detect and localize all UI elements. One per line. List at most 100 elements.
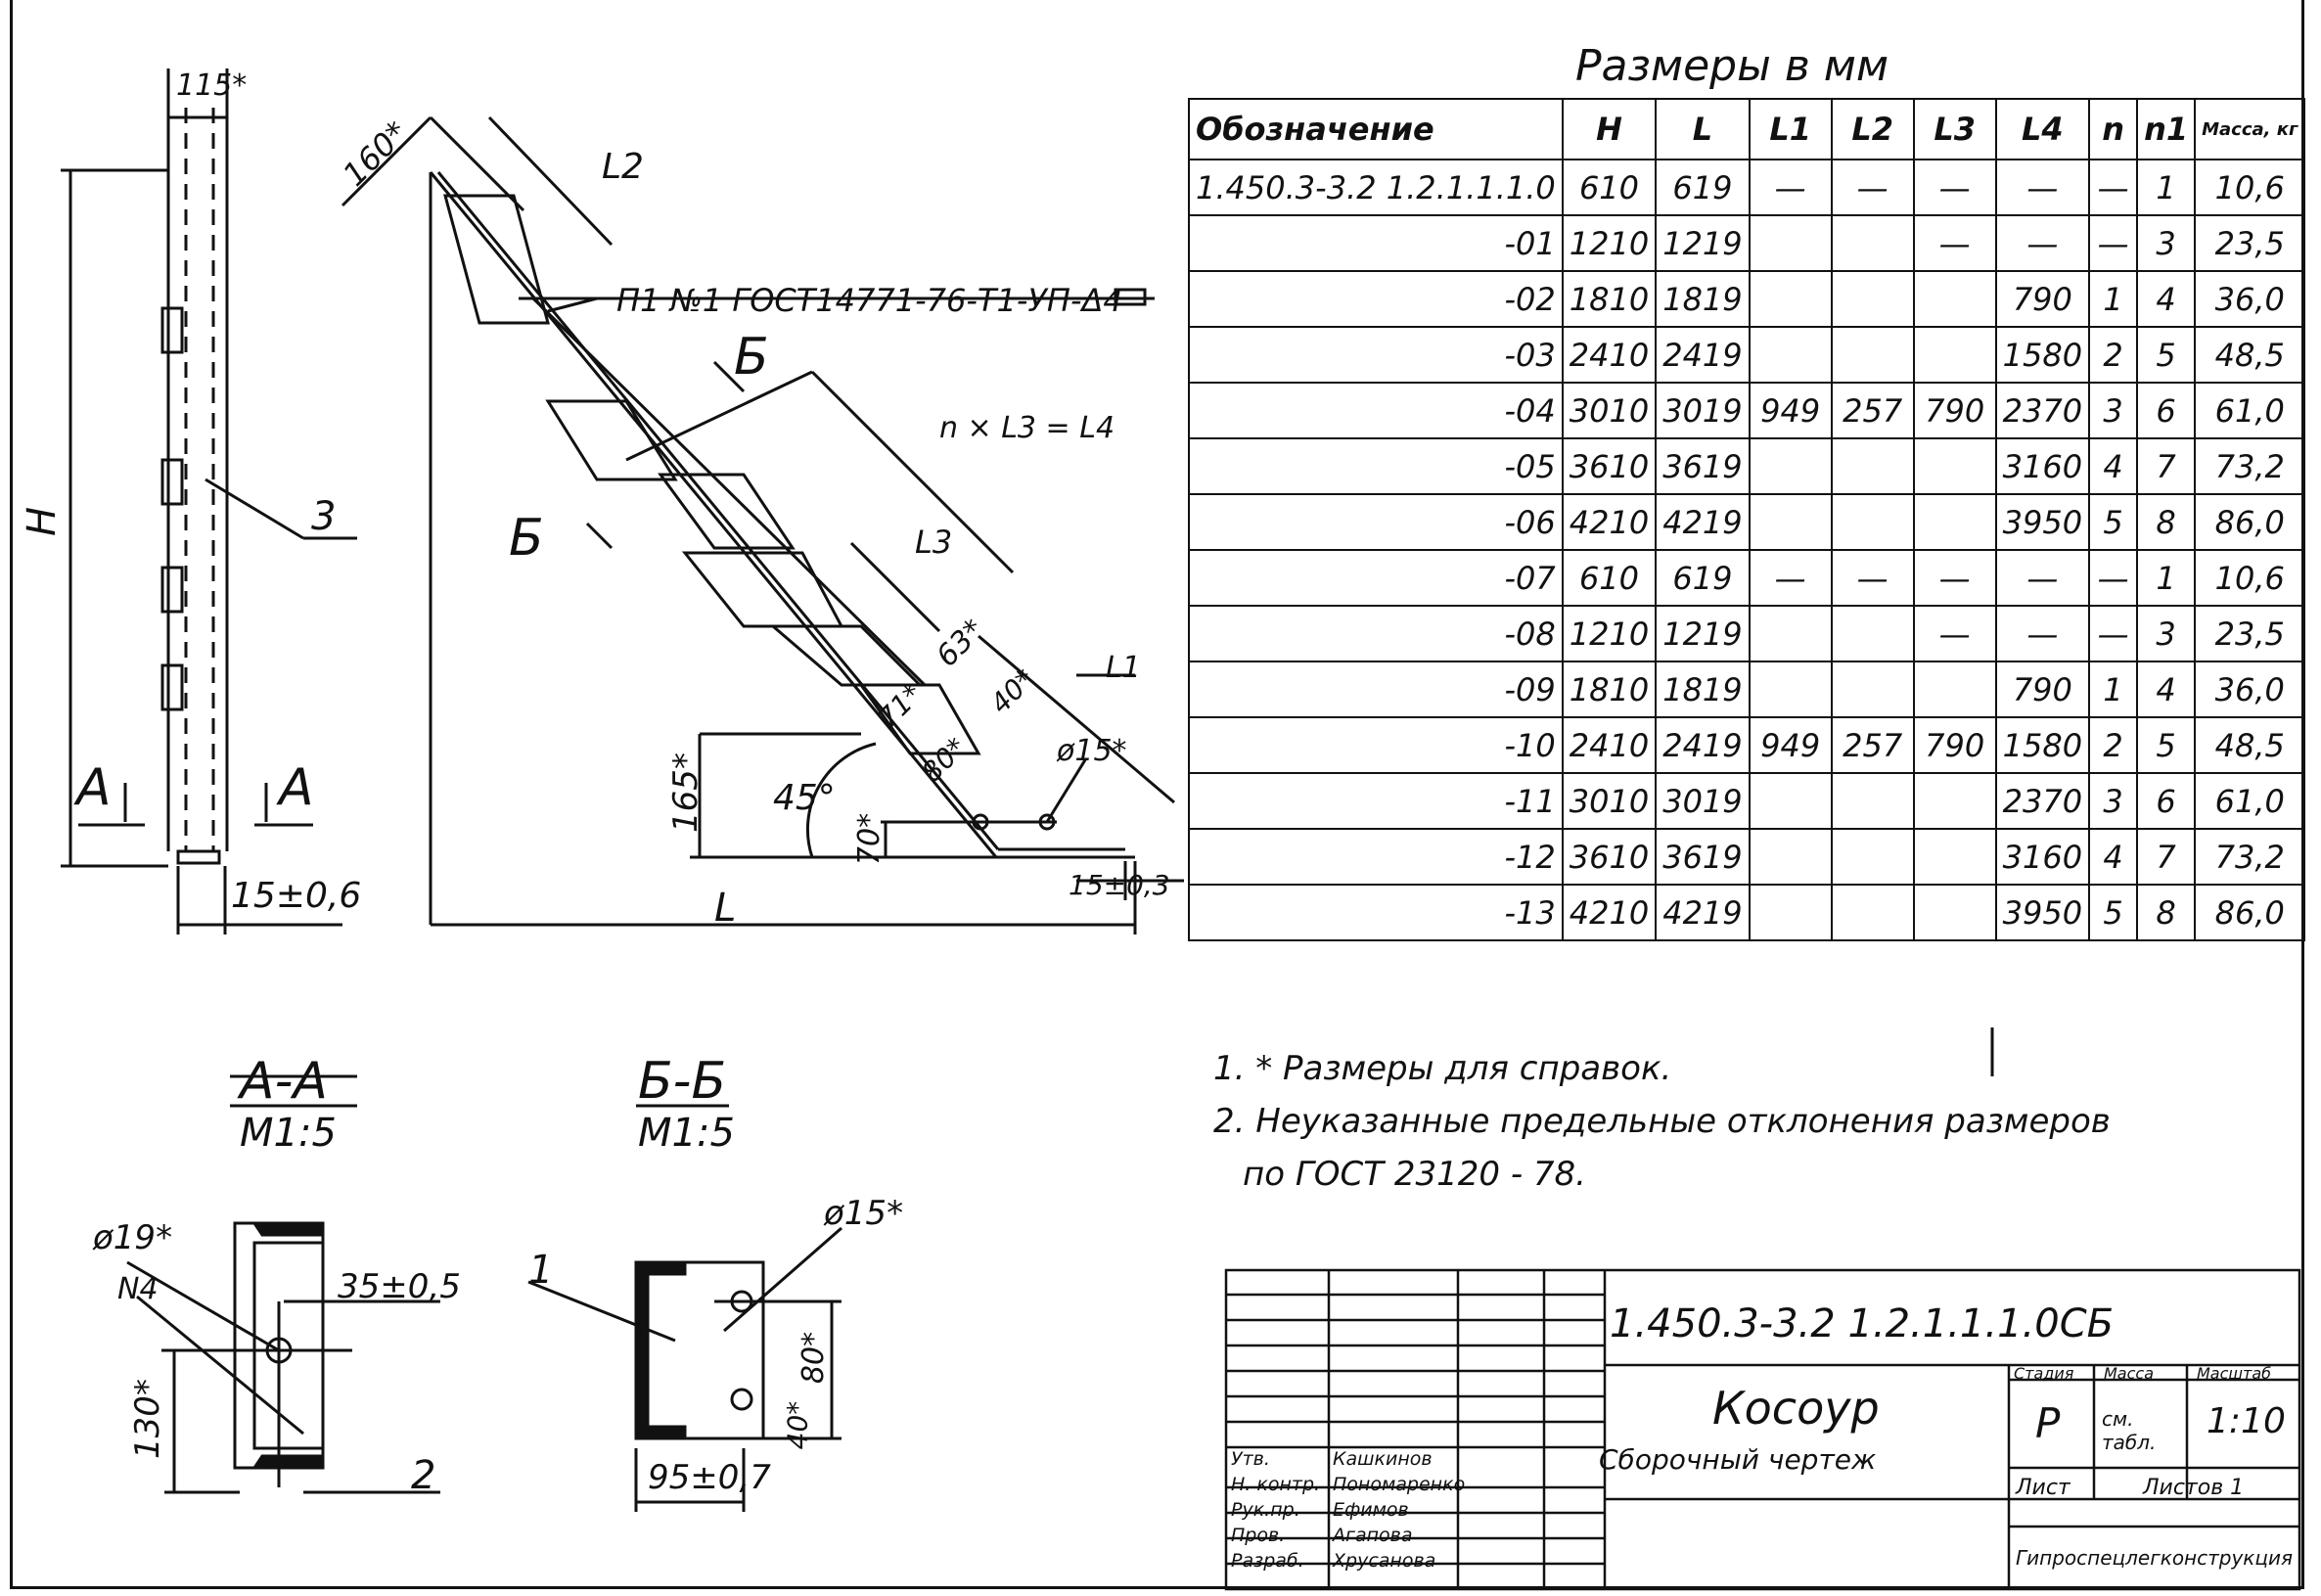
table-cell: -13 [1188,884,1564,941]
table-cell: 2419 [1655,326,1751,384]
table-cell: 610 [1561,159,1658,216]
table-cell: 1219 [1655,214,1751,272]
dim-h-label: H [20,506,66,537]
table-cell: 73,2 [2194,828,2306,886]
signature-role: Разраб. [1231,1550,1304,1572]
table-cell: 3 [2136,214,2197,272]
table-cell [1912,884,1997,941]
position-2-label: 2 [411,1453,436,1498]
note-1: 1. * Размеры для справок. [1213,1049,1672,1088]
table-cell: -03 [1188,326,1564,384]
header-n: n [2088,98,2139,160]
table-cell: 5 [2088,493,2139,551]
cut-a-right: A [279,758,314,817]
mass-value: см. табл. [2102,1407,2157,1454]
signature-name: Пономаренко [1333,1474,1466,1495]
signature-role: Утв. [1231,1448,1270,1470]
table-cell [1912,828,1997,886]
table-cell: 3019 [1655,772,1751,830]
stage-value: Р [2035,1399,2061,1447]
organization: Гипроспецлегконструкция [2016,1546,2294,1570]
table-cell: 790 [1912,382,1997,439]
table-cell: 790 [1994,270,2091,328]
header-l: L [1655,98,1751,160]
signature-role: Пров. [1231,1525,1286,1546]
cut-b-top: Б [734,328,769,387]
table-cell: 2370 [1994,772,2091,830]
position-3-label: 3 [311,494,337,539]
table-cell: — [1748,549,1833,607]
table-cell: 1819 [1655,661,1751,718]
table-cell: 61,0 [2194,382,2306,439]
dim-l3-label: L3 [915,524,953,561]
table-cell: 1.450.3-3.2 1.2.1.1.1.0 [1188,159,1564,216]
table-cell: 86,0 [2194,493,2306,551]
table-cell [1830,884,1915,941]
table-cell: 3010 [1561,772,1658,830]
table-cell [1830,661,1915,718]
dim-165-label: 165* [665,752,705,833]
table-cell: 3610 [1561,437,1658,495]
section-bb-scale: M1:5 [638,1111,735,1156]
header-l2: L2 [1830,98,1915,160]
table-cell [1912,270,1997,328]
table-cell: 2370 [1994,382,2091,439]
dim-95-label: 95±0,7 [648,1458,771,1497]
table-cell: 2 [2088,326,2139,384]
table-cell: -09 [1188,661,1564,718]
table-cell: 3950 [1994,493,2091,551]
table-cell: -04 [1188,382,1564,439]
dim-15-3-label: 15±0,3 [1069,869,1170,901]
table-cell: 4210 [1561,884,1658,941]
table-cell: 7 [2136,828,2197,886]
table-cell [1748,772,1833,830]
table-cell: — [1912,549,1997,607]
signature-role: Н. контр. [1231,1474,1321,1495]
table-cell: 48,5 [2194,326,2306,384]
table-cell [1748,214,1833,272]
stage-header: Стадия [2014,1364,2074,1383]
cut-b-bottom: Б [509,509,544,568]
table-cell: 1819 [1655,270,1751,328]
table-cell [1748,661,1833,718]
table-cell: 1210 [1561,214,1658,272]
section-aa-title: A-A [240,1052,328,1111]
table-cell: 61,0 [2194,772,2306,830]
table-cell [1912,493,1997,551]
dim-35-label: 35±0,5 [338,1267,461,1306]
table-cell [1748,326,1833,384]
table-cell: — [1748,159,1833,216]
table-cell: 8 [2136,884,2197,941]
table-cell: 4219 [1655,884,1751,941]
table-cell: 3619 [1655,437,1751,495]
table-cell: 1 [2088,661,2139,718]
signature-role: Рук.пр. [1231,1499,1300,1521]
table-cell: — [1912,159,1997,216]
dimensions-table: Обозначение H L L1 L2 L3 L4 n n1 Масса, … [1188,98,2306,941]
header-n1: n1 [2136,98,2197,160]
signature-name: Агапова [1333,1525,1413,1546]
dim-45-label: 45° [773,778,836,818]
table-cell: -07 [1188,549,1564,607]
table-cell [1830,326,1915,384]
table-cell: 3010 [1561,382,1658,439]
table-cell: 6 [2136,382,2197,439]
sheet-label: Лист [2016,1476,2071,1500]
note-3: по ГОСТ 23120 - 78. [1243,1155,1586,1194]
section-aa-scale: M1:5 [240,1111,337,1156]
table-cell: — [2088,605,2139,662]
table-cell: 6 [2136,772,2197,830]
scale-header: Масштаб [2197,1364,2272,1383]
dim-70-label: 70* [852,812,887,866]
table-cell: 36,0 [2194,661,2306,718]
table-header-row: Обозначение H L L1 L2 L3 L4 n n1 Масса, … [1188,98,2306,160]
header-designation: Обозначение [1188,98,1564,160]
table-cell: — [1994,605,2091,662]
